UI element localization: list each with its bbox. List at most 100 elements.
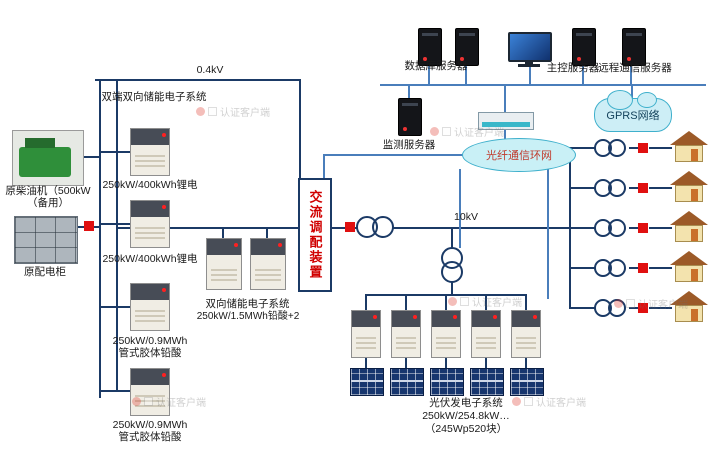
transformer-circle [608,179,626,197]
pv-system-label-1: 光伏发电子系统 [429,397,503,409]
load-house-icon [670,171,708,202]
gprs-cloud: GPRS网络 [594,90,672,132]
status-led-icon [278,243,282,247]
watermark-text: 认证客户端 [536,398,586,409]
battery4-label-1: 250kW/0.9MWh [112,419,188,431]
comm-bus-line [380,84,706,86]
row-seg [570,267,596,269]
pv-drop [525,295,527,311]
mv-bus-label: 10kV [454,211,478,223]
server-drop [465,63,467,84]
breaker [638,183,648,193]
storage-converter-cabinet [130,283,170,331]
diesel-generator-photo [12,130,84,186]
monitor-stand [525,60,533,64]
battery2-stub [101,223,130,225]
pv-inverter-cabinet [471,310,501,358]
transformer-circle [608,259,626,277]
cabinet-top-panel [512,311,540,327]
distribution-cabinet-label: 原配电柜 [24,266,66,278]
ac-out-line [332,227,357,229]
row-seg [649,147,672,149]
watermark: 认证客户端 [132,394,206,409]
watermark-text: 认证客户端 [220,108,270,119]
watermark-icon [524,397,533,406]
battery4-label-2: 管式胶体铅酸 [118,431,182,443]
breaker [638,223,648,233]
cabinet-top-panel [432,311,460,327]
cabinet-vents [356,337,376,352]
watermark-icon [430,127,439,136]
transformer-circle [441,261,463,283]
cabinet-vents [135,310,165,325]
cabinet-top-panel [131,201,169,217]
status-led-icon [234,243,238,247]
remote-server-tower-icon [622,28,646,66]
house-body [675,145,703,162]
house-roof [670,291,708,305]
breaker [638,143,648,153]
load-house-icon [670,131,708,162]
battery4-stub [101,390,130,392]
cabinet-top-panel [472,311,500,327]
pv-panel-icon [470,368,504,396]
mv-bus-line [393,227,570,229]
cabinet-vents [135,155,165,170]
pv-panel-icon [510,368,544,396]
pv-inverter-cabinet [511,310,541,358]
switch-drop [504,85,506,112]
row-seg [649,187,672,189]
monitoring-server-label: 监测服务器 [382,139,436,151]
cabinet-vents [135,227,165,242]
watermark: 认证客户端 [448,294,522,309]
bidirectional-storage-cabinet [250,238,286,290]
cabinet-vents [135,395,165,410]
ring-pv-link [547,167,549,299]
cabinet-vents [396,337,416,352]
storage-converter-cabinet [130,368,170,416]
pv-panel-icon [430,368,464,396]
ring-ac-vertical [323,154,325,178]
watermark-text: 认证客户端 [472,298,522,309]
house-body [675,225,703,242]
breaker [84,221,94,231]
db-server-tower-icon [418,28,442,66]
status-led-icon [453,315,457,319]
remote-server-label: 远程通信服务器 [598,62,672,74]
watermark-icon [512,397,521,406]
house-body [675,265,703,282]
cabinet-top-panel [352,311,380,327]
status-led-icon [373,315,377,319]
main-server-tower-icon [572,28,596,66]
main-control-monitor-icon [508,32,552,67]
pv-inverter-cabinet [391,310,421,358]
house-body [675,185,703,202]
diesel-label-2: （备用） [27,197,69,209]
network-switch-icon [478,112,534,130]
row-seg [629,187,639,189]
gprs-label: GPRS网络 [606,110,660,122]
pv-panel-icon [350,368,384,396]
fiber-ring-label: 光纤通信环网 [486,150,552,162]
main-server-label: 主控服务器 [546,62,600,74]
cabinet-vents [211,269,237,284]
watermark: 认证客户端 [196,104,270,119]
load-house-icon [670,291,708,322]
server-drop [582,63,584,84]
row-seg [629,227,639,229]
watermark-icon [460,297,469,306]
ring-ac-horizontal [323,154,463,156]
watermark-text: 认证客户端 [156,398,206,409]
left-vertical-bus-b [116,79,118,392]
pv-inverter-cabinet [431,310,461,358]
watermark-icon [208,107,217,116]
row-seg [649,307,672,309]
pv-drop [485,295,487,311]
switch-ring-link [504,128,506,139]
row-seg [570,187,596,189]
bidir-branch-1 [222,228,224,239]
lv-bus-label: 0.4kV [196,64,224,76]
load-house-icon [670,251,708,282]
row-seg [629,307,639,309]
